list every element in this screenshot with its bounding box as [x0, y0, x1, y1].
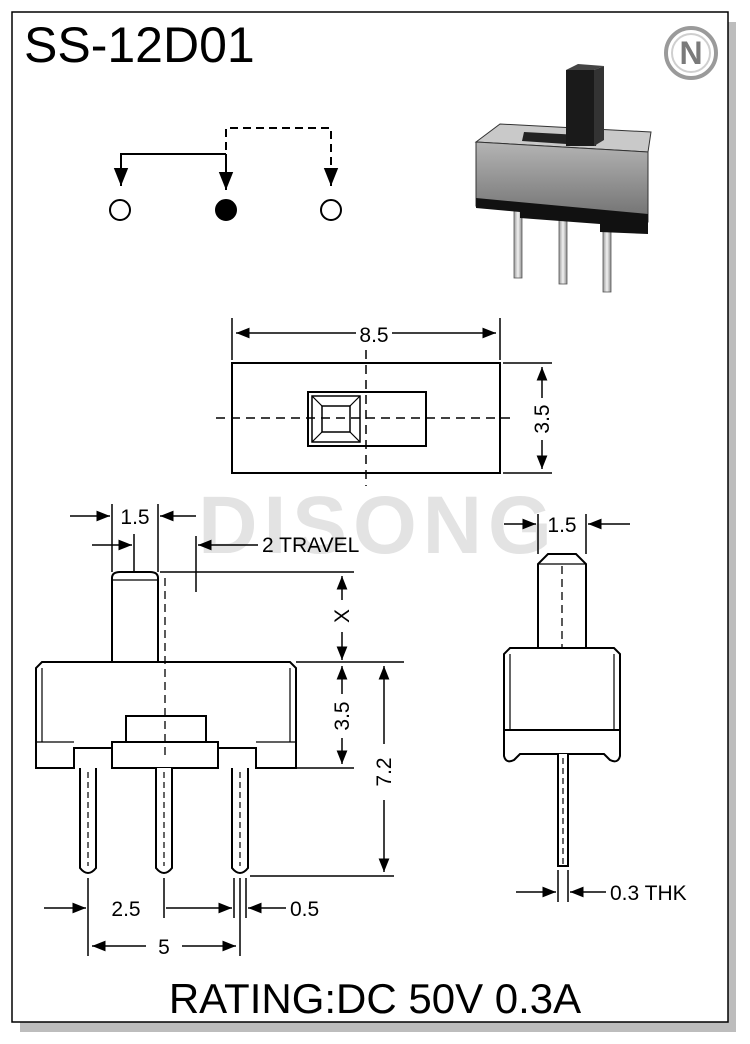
top-view — [216, 318, 552, 486]
side-pin-spacing-label: 2.5 — [111, 898, 140, 921]
terminal-right-icon — [320, 199, 342, 221]
end-thickness-label: 0.3 THK — [610, 882, 687, 905]
part-number-title: SS-12D01 — [24, 17, 255, 73]
brand-logo-icon: N — [664, 26, 718, 80]
terminal-left-icon — [109, 199, 131, 221]
side-pin-gap-label: 0.5 — [290, 898, 319, 921]
side-pitch-label: 1.5 — [120, 506, 149, 529]
brand-logo-letter: N — [679, 35, 702, 71]
side-total-height-label: 7.2 — [373, 757, 396, 786]
end-width-label: 1.5 — [547, 514, 576, 537]
side-view — [35, 504, 404, 956]
side-body-height-label: 3.5 — [331, 701, 354, 730]
terminal-common-icon — [215, 199, 237, 221]
component-illustration — [474, 64, 652, 293]
watermark-text: DISONG — [198, 480, 557, 571]
switch-schematic — [109, 127, 342, 221]
side-x-label: X — [331, 609, 354, 623]
top-view-width-label: 8.5 — [359, 324, 388, 347]
side-span-label: 5 — [158, 936, 170, 959]
end-view — [503, 514, 630, 902]
side-travel-label: 2 TRAVEL — [262, 534, 359, 557]
top-view-height-label: 3.5 — [531, 404, 554, 433]
rating-text: RATING:DC 50V 0.3A — [168, 975, 582, 1022]
